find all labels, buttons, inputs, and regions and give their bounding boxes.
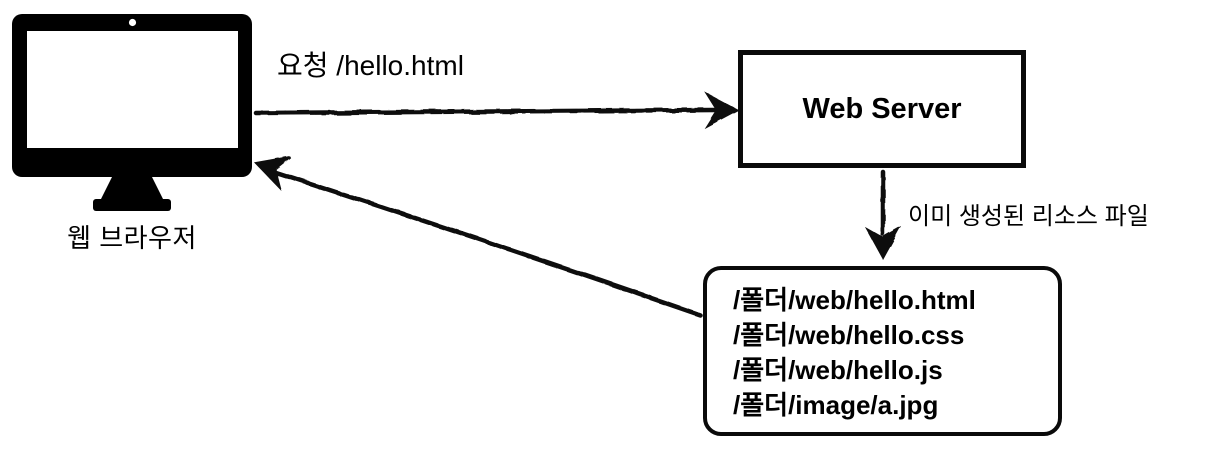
web-server-label: Web Server bbox=[802, 92, 962, 125]
file-path-line: /폴더/web/hello.html bbox=[733, 285, 976, 315]
response-arrow bbox=[253, 156, 703, 318]
web-server-box: Web Server bbox=[738, 50, 1026, 168]
monitor-base bbox=[93, 199, 171, 211]
resource-flow-arrow-label: 이미 생성된 리소스 파일 bbox=[908, 203, 1149, 230]
resource-flow-arrow bbox=[864, 169, 902, 261]
monitor-stand bbox=[101, 177, 163, 199]
web-browser-monitor-icon bbox=[12, 14, 252, 211]
resource-files-box: /폴더/web/hello.html /폴더/web/hello.css /폴더… bbox=[703, 266, 1062, 436]
webcam-dot-icon bbox=[128, 18, 137, 27]
web-browser-label: 웹 브라우저 bbox=[67, 223, 197, 253]
file-path-line: /폴더/web/hello.css bbox=[733, 320, 965, 350]
request-arrow bbox=[253, 91, 740, 129]
file-path-line: /폴더/image/a.jpg bbox=[733, 390, 939, 420]
file-path-line: /폴더/web/hello.js bbox=[733, 355, 943, 385]
request-arrow-label: 요청 /hello.html bbox=[277, 50, 464, 81]
